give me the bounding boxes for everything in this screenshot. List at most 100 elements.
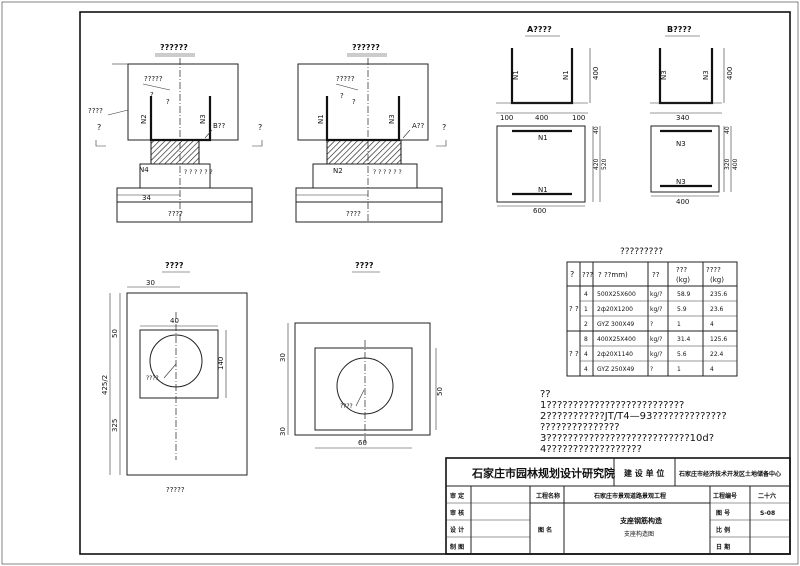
table-cell-total: 23.6 — [710, 306, 724, 313]
drawing-label: 图 名 — [538, 526, 552, 534]
plan2-dim-right: 50 — [436, 387, 444, 396]
right-label-drawing-no: 图 号 — [716, 509, 730, 517]
table-cell-no: 4 — [584, 351, 588, 358]
table-cell-unit-w: 31.4 — [677, 336, 691, 343]
view2-n1: N1 — [317, 114, 325, 124]
table-cell-no: 1 — [584, 306, 588, 313]
table-cell-spec: 400X25X400 — [597, 336, 636, 343]
viewB-n3-left: N3 — [660, 70, 668, 80]
role-draw: 制 图 — [450, 543, 464, 551]
plan-view-2: ???? ???? 30 30 50 60 — [279, 261, 444, 449]
view1-n2: N2 — [140, 114, 148, 124]
table-cell-unit: kg/? — [650, 306, 663, 313]
table-cell-no: 2 — [584, 321, 588, 328]
right-label-date: 日 期 — [716, 543, 730, 551]
viewB-dim-height: 400 — [726, 67, 734, 80]
plan2-title: ???? — [355, 261, 374, 270]
notes-line-4: 3???????????????????????????10d? — [540, 433, 714, 444]
sheet-inner-border — [79, 11, 791, 555]
elevation-view-1: ?????? ???? ? ????? ? ? N2 N3 B?? N4 ? ?… — [88, 43, 263, 223]
plan1-bottom: ????? — [166, 486, 185, 494]
right-value-drawing-no: S-08 — [760, 510, 775, 517]
table-cell-unit-w: 1 — [677, 366, 681, 373]
table-row: 1 2ф20X1200 kg/? 5.9 23.6 — [584, 306, 724, 313]
material-table: ????????? ? ??? ? ??mm) ?? ??? (kg) ????… — [566, 247, 738, 377]
viewA-dim-left: 100 — [500, 114, 513, 122]
table-header-row: ? ??? ? ??mm) ?? ??? (kg) ???? (kg) — [570, 266, 724, 284]
view1-mark-a: ? — [150, 91, 154, 99]
table-cell-no: 4 — [584, 291, 588, 298]
table-cell-unit: kg/? — [650, 291, 663, 298]
notes-block: ?? 1?????????????????????????? 2????????… — [540, 389, 727, 455]
table-cell-spec: GYZ 250X49 — [597, 366, 634, 373]
view1-mark-b: ? — [166, 98, 170, 106]
viewA-n1-bottom: N1 — [538, 186, 548, 194]
view2-callout: ????? — [336, 75, 355, 83]
role-review: 审 核 — [450, 509, 464, 517]
table-cell-spec: 2ф20X1140 — [597, 351, 633, 358]
notes-heading: ?? — [540, 389, 551, 400]
right-value-project-no: 二十六 — [758, 492, 776, 500]
plan2-callout: ???? — [340, 403, 353, 410]
right-label-project-no: 工程编号 — [713, 492, 737, 500]
plan1-title: ???? — [165, 261, 184, 270]
viewB-dim-s1: 40 — [724, 126, 731, 134]
view1-base: ???? — [168, 210, 183, 218]
view2-base: ???? — [346, 210, 361, 218]
table-header-5: ???? — [706, 266, 721, 274]
table-group-label-1: ? ? — [569, 305, 579, 313]
view1-dim: 34 — [142, 194, 151, 202]
view2-n2: N2 — [333, 167, 343, 175]
institute-name: 石家庄市园林规划设计研究院 — [471, 466, 615, 480]
table-header-5-unit: (kg) — [710, 276, 724, 284]
detail-view-b: B???? N3 N3 400 340 N3 N3 40 320 400 400 — [650, 25, 739, 206]
table-cell-unit-w: 1 — [677, 321, 681, 328]
viewB-n3-bottom: N3 — [676, 178, 686, 186]
view1-bx: B?? — [213, 122, 226, 130]
view1-section-mark-right: ? — [258, 123, 262, 132]
view2-section-mark: ? — [442, 123, 446, 132]
drawing-subtitle: 支座构造图 — [624, 530, 654, 538]
table-title: ????????? — [620, 247, 663, 257]
table-cell-spec: 2ф20X1200 — [597, 306, 633, 313]
viewA-dim-height: 400 — [592, 67, 600, 80]
notes-line-3: ??????????????? — [540, 422, 620, 433]
right-label-scale: 比 例 — [716, 526, 730, 534]
table-cell-unit-w: 58.9 — [677, 291, 691, 298]
table-cell-no: 4 — [584, 366, 588, 373]
project-label: 工程名称 — [536, 492, 560, 500]
notes-line-2: 2???????????JT/T4—93?????????????? — [540, 411, 727, 422]
table-cell-spec: GYZ 300X49 — [597, 321, 634, 328]
viewA-dim-mid: 400 — [535, 114, 548, 122]
viewA-dim-bottom: 600 — [533, 207, 546, 215]
viewB-dim-bottom: 400 — [676, 198, 689, 206]
view2-n3: N3 — [388, 114, 396, 124]
table-header-3: ?? — [652, 271, 660, 279]
table-header-1: ??? — [582, 271, 593, 279]
table-cell-unit: kg/? — [650, 336, 663, 343]
title-block: 石家庄市园林规划设计研究院 建 设 单 位 石家庄市经济技术开发区土地储备中心 … — [445, 457, 791, 555]
viewA-dim-side2: 420 — [593, 158, 600, 170]
viewA-dim-right: 100 — [572, 114, 585, 122]
table-cell-total: 235.6 — [710, 291, 727, 298]
table-header-4: ??? — [676, 266, 687, 274]
viewA-dim-side1: 40 — [593, 126, 600, 134]
viewB-n3-top: N3 — [676, 140, 686, 148]
view1-n3: N3 — [199, 114, 207, 124]
table-cell-unit: ? — [650, 321, 653, 328]
viewA-title: A???? — [527, 25, 552, 34]
view2-marks: ? ? ? ? ? ? — [373, 169, 402, 176]
plan1-dim-top: 30 — [146, 279, 155, 287]
view2-mark-b: ? — [352, 98, 356, 106]
plan1-dim-left1: 50 — [111, 329, 119, 338]
detail-view-a: A???? N1 N1 400 100 400 100 N1 N1 40 420… — [496, 25, 608, 215]
table-cell-unit-w: 5.9 — [677, 306, 687, 313]
viewA-dim-side3: 520 — [601, 158, 608, 170]
view2-title: ?????? — [352, 43, 380, 52]
